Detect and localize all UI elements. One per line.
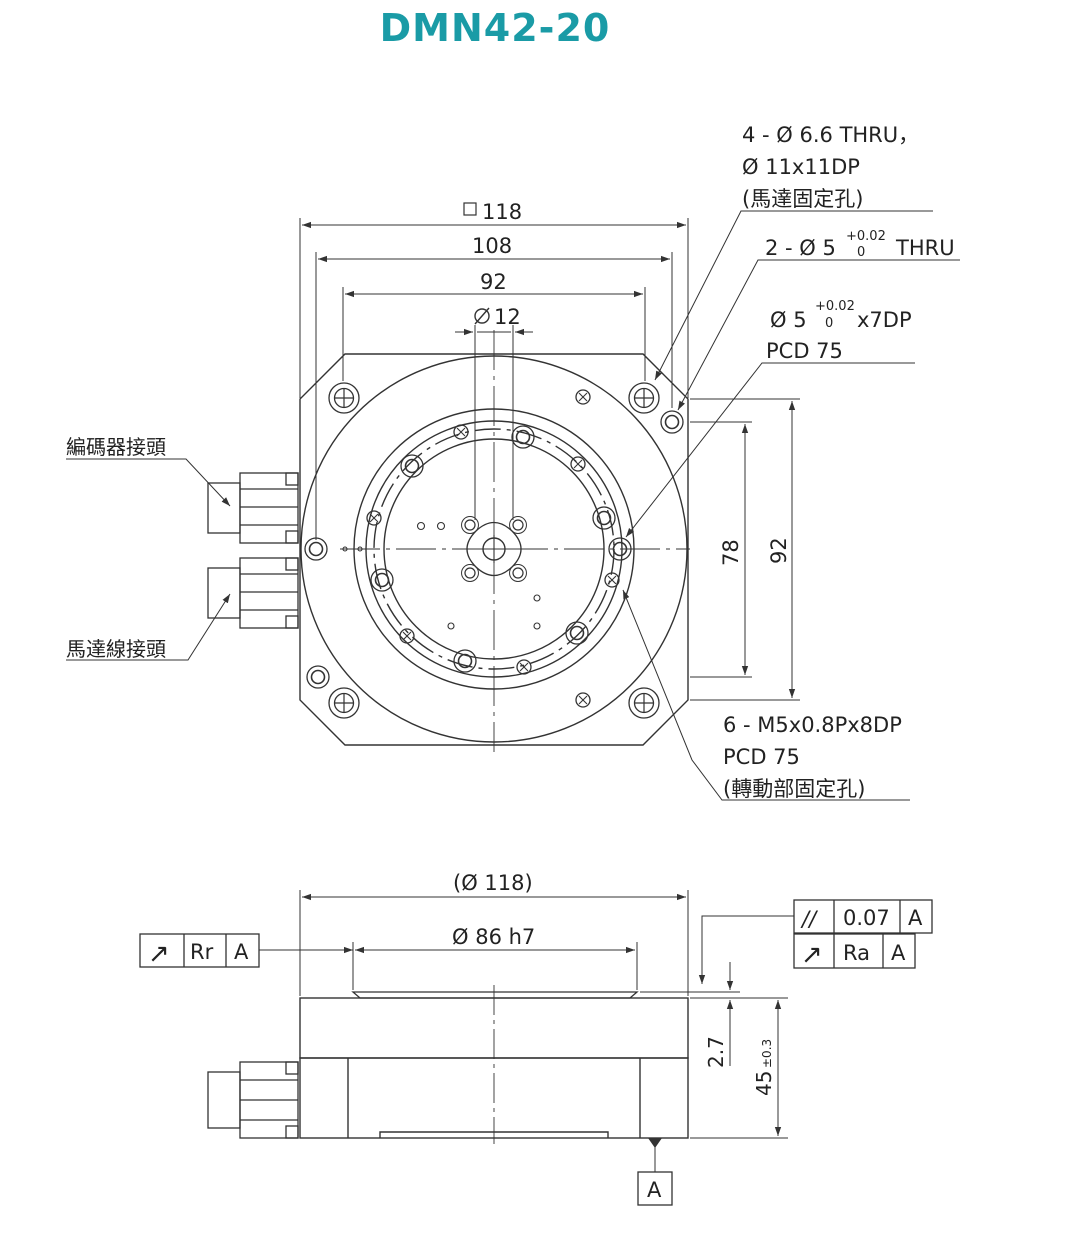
flatness-frame xyxy=(793,933,916,969)
datum-label: A xyxy=(647,1178,662,1202)
note-thread-3: (轉動部固定孔) xyxy=(723,777,865,801)
pin-hole-right xyxy=(660,410,684,434)
motor-hole-bl xyxy=(328,687,360,719)
m5-hole xyxy=(511,425,535,449)
runout-label: Rr xyxy=(190,940,214,964)
top-view-labels: 118 108 92 12 78 92 4 - Ø 6.6 THRU， Ø 11… xyxy=(66,123,955,801)
parallel-datum: A xyxy=(908,906,923,930)
note-motor-holes-2: Ø 11x11DP xyxy=(742,155,860,179)
ring-hole xyxy=(575,692,591,708)
m5-hole xyxy=(370,568,394,592)
parallel-frame xyxy=(793,899,933,934)
motor-hole-br xyxy=(628,687,660,719)
hub-hole xyxy=(460,563,480,583)
dim-inner-86: Ø 86 h7 xyxy=(452,925,535,949)
dim-45-tol: ±0.3 xyxy=(760,1039,774,1068)
dim-2-7: 2.7 xyxy=(704,1036,728,1068)
dim-92: 92 xyxy=(480,270,507,294)
flatness-label: Ra xyxy=(843,941,870,965)
motor-hole-tl xyxy=(328,382,360,414)
small-hole xyxy=(604,572,620,588)
note-motor-holes-1: 4 - Ø 6.6 THRU， xyxy=(742,123,919,147)
ring-hole xyxy=(575,389,591,405)
hub-hole xyxy=(508,515,528,535)
dim-108: 108 xyxy=(472,234,512,258)
small-hole xyxy=(570,456,586,472)
encoder-connector xyxy=(207,472,299,544)
dim-square: 118 xyxy=(482,200,522,224)
runout-frame xyxy=(139,933,260,968)
runout-symbol: ↗ xyxy=(148,939,170,969)
note-thread-2: PCD 75 xyxy=(723,745,800,769)
body-outline xyxy=(299,353,689,746)
m5-hole xyxy=(565,621,589,645)
side-view xyxy=(299,985,689,1144)
tol-upper-2: +0.02 xyxy=(815,299,855,314)
flatness-datum: A xyxy=(891,941,906,965)
hub-hole xyxy=(508,563,528,583)
dim-92-vertical: 92 xyxy=(767,537,791,564)
table-disc xyxy=(351,991,639,999)
dim-78: 78 xyxy=(719,539,743,566)
tol-lower-1: 0 xyxy=(857,245,865,260)
small-hole xyxy=(516,659,532,675)
side-connector xyxy=(207,1061,299,1139)
note-pcd-top: PCD 75 xyxy=(766,339,843,363)
dim-outer-118: (Ø 118) xyxy=(453,871,533,895)
note-dp-hole: Ø 5 xyxy=(770,308,807,332)
datum-triangle xyxy=(648,1138,662,1148)
note-motor-holes-3: (馬達固定孔) xyxy=(742,187,863,211)
dim-dia-12: 12 xyxy=(494,305,521,329)
motor-connector xyxy=(207,557,299,629)
side-view-labels: (Ø 118) Ø 86 h7 2.7 45 ±0.3 ↗ Rr A // 0.… xyxy=(148,871,923,1202)
square-symbol xyxy=(463,202,477,216)
tol-lower-2: 0 xyxy=(825,316,833,331)
note-dp-hole-depth: x7DP xyxy=(857,308,912,332)
datum-box xyxy=(637,1171,673,1206)
note-pin-holes: 2 - Ø 5 xyxy=(765,236,836,260)
side-hole-left xyxy=(304,537,328,561)
parallel-symbol: // xyxy=(800,907,818,931)
m5-hole xyxy=(453,649,477,673)
m5-hole xyxy=(400,454,424,478)
note-thread-1: 6 - M5x0.8Px8DP xyxy=(723,713,902,737)
m5-hole xyxy=(592,506,616,530)
flatness-symbol: ↗ xyxy=(801,940,823,970)
dia-symbol xyxy=(474,308,490,324)
tiny-holes xyxy=(342,521,541,630)
note-pin-holes-thru: THRU xyxy=(895,236,955,260)
label-encoder-connector: 編碼器接頭 xyxy=(66,435,166,459)
runout-datum: A xyxy=(234,940,249,964)
dim-45: 45 xyxy=(752,1071,776,1096)
pin-hole-left xyxy=(306,665,330,689)
motor-hole-tr xyxy=(628,382,660,414)
page-title: DMN42-20 xyxy=(379,6,611,50)
label-motor-connector: 馬達線接頭 xyxy=(66,637,166,661)
tol-upper-1: +0.02 xyxy=(846,229,886,244)
parallel-value: 0.07 xyxy=(843,906,890,930)
hub-hole xyxy=(460,515,480,535)
